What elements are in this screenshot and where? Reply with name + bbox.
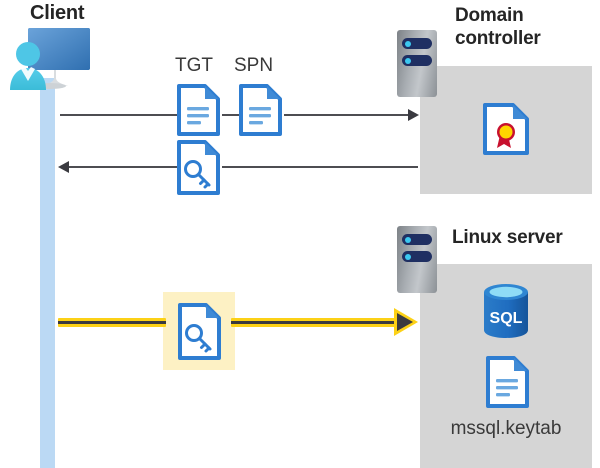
request-arrow-segment-left	[60, 114, 177, 116]
tgt-document-lines-icon	[176, 84, 220, 136]
certificate-document-icon	[482, 103, 530, 155]
service-ticket-arrow-segment-right	[231, 318, 396, 327]
client-title: Client	[30, 2, 85, 24]
rack-bar-bottom	[402, 251, 432, 262]
rack-led-icon	[405, 57, 411, 64]
spn-label: SPN	[234, 55, 274, 76]
rack-led-icon	[405, 253, 411, 260]
client-lifeline	[40, 78, 55, 468]
rack-led-icon	[405, 236, 411, 243]
response-arrow-segment-right	[222, 166, 418, 168]
sql-label: SQL	[490, 310, 523, 327]
user-computer-icon	[6, 22, 94, 92]
service-ticket-arrowhead-icon	[394, 308, 418, 336]
service-ticket-arrowhead-core	[397, 313, 413, 331]
response-arrow-segment-left	[69, 166, 177, 168]
service-ticket-arrow-core-left	[58, 321, 166, 324]
domain-controller-title: Domain controller	[455, 5, 541, 49]
rack-led-icon	[405, 40, 411, 47]
keytab-document-icon	[485, 356, 529, 408]
spn-document-lines-icon	[238, 84, 282, 136]
service-ticket-arrow-core-right	[231, 321, 396, 324]
service-ticket-document-key-icon	[177, 303, 221, 360]
rack-bar-top	[402, 234, 432, 245]
response-document-key-icon	[176, 140, 220, 195]
linux-server-server-rack-icon	[397, 226, 437, 293]
tgt-label: TGT	[175, 55, 213, 76]
sql-database-icon: SQL	[481, 283, 531, 339]
keytab-filename-label: mssql.keytab	[450, 418, 562, 439]
response-arrowhead-icon	[58, 161, 69, 173]
service-ticket-arrow-segment-left	[58, 318, 166, 327]
linux-server-title: Linux server	[452, 227, 563, 248]
request-arrow-segment-right	[284, 114, 410, 116]
request-arrowhead-icon	[408, 109, 419, 121]
domain-controller-server-rack-icon	[397, 30, 437, 97]
rack-bar-top	[402, 38, 432, 49]
rack-bar-bottom	[402, 55, 432, 66]
